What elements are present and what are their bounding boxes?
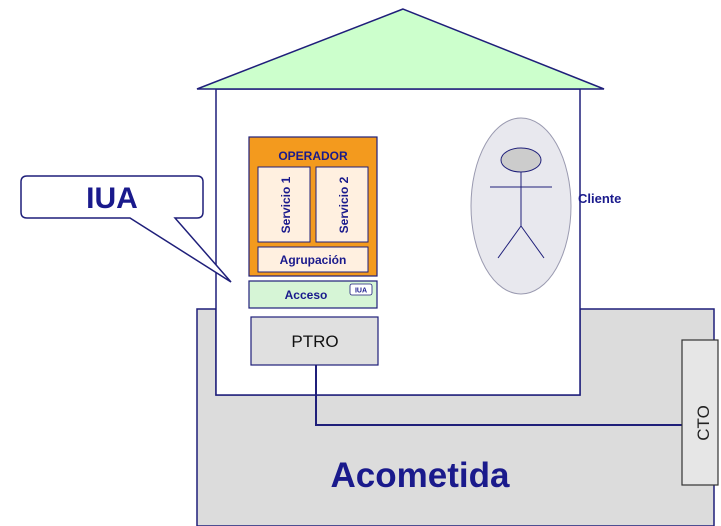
fiber-line — [315, 365, 682, 426]
cto-box — [681, 339, 719, 486]
iua-callout-label: IUA — [86, 182, 138, 215]
client-label: Cliente — [578, 191, 621, 206]
service-2-box — [315, 166, 369, 243]
ptro-box — [250, 316, 379, 366]
client-head-icon — [500, 147, 542, 173]
client-stick-figure-icon — [490, 172, 552, 259]
grouping-box — [257, 246, 369, 273]
acometida-label: Acometida — [331, 456, 510, 495]
iua-callout — [20, 175, 232, 283]
service-2-label: Servicio 2 — [337, 176, 351, 233]
operator-title: OPERADOR — [278, 149, 348, 163]
service-1-box — [257, 166, 311, 243]
service-1-label: Servicio 1 — [279, 176, 293, 233]
cto-label: CTO — [694, 405, 713, 441]
access-label: Acceso — [285, 288, 328, 302]
access-iua-badge-label: IUA — [355, 288, 367, 295]
grouping-label: Agrupación — [280, 253, 347, 267]
ptro-label: PTRO — [291, 332, 338, 351]
access-iua-badge — [349, 283, 373, 296]
house-roof — [196, 8, 605, 90]
